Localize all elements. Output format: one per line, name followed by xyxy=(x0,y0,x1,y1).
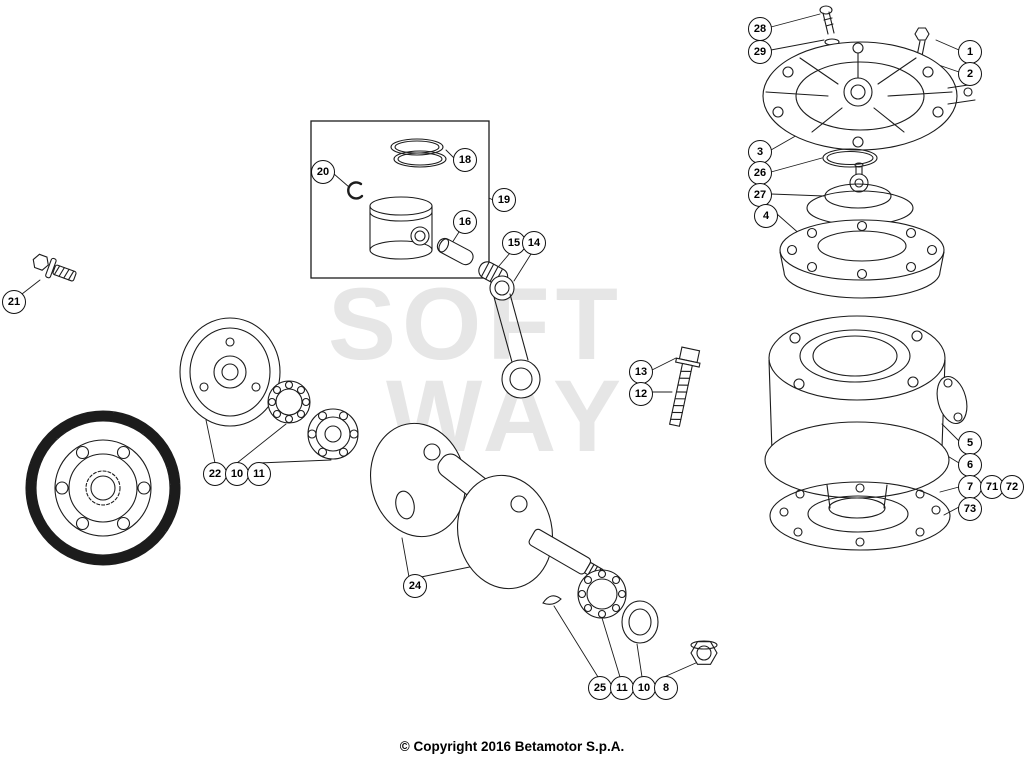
clutch-basket xyxy=(25,410,181,566)
connecting-rod xyxy=(489,275,541,399)
callout-19: 19 xyxy=(492,188,516,212)
callout-7: 7 xyxy=(958,475,982,499)
callout-6: 6 xyxy=(958,453,982,477)
callout-73: 73 xyxy=(958,497,982,521)
callout-4: 4 xyxy=(754,204,778,228)
head-flange xyxy=(779,219,945,299)
callout-25: 25 xyxy=(588,676,612,700)
bolt-12-13 xyxy=(668,346,701,427)
callout-18: 18 xyxy=(453,148,477,172)
piston-kit-box xyxy=(310,120,490,279)
callout-11: 11 xyxy=(247,462,271,486)
callout-10: 10 xyxy=(632,676,656,700)
callout-2: 2 xyxy=(958,62,982,86)
copyright-text: © Copyright 2016 Betamotor S.p.A. xyxy=(399,739,625,754)
piston xyxy=(369,196,433,260)
piston-rings xyxy=(390,138,447,168)
callout-14: 14 xyxy=(522,231,546,255)
primary-disc xyxy=(179,317,281,427)
cylinder-head-cover xyxy=(762,41,976,151)
flanged-hub xyxy=(307,408,359,460)
cylinder xyxy=(764,315,968,519)
piston-pin xyxy=(436,237,474,266)
callout-13: 13 xyxy=(629,360,653,384)
callout-5: 5 xyxy=(958,431,982,455)
woodruff-key xyxy=(542,595,562,605)
bearing-small xyxy=(267,380,311,424)
seal-ring xyxy=(621,600,659,644)
callout-1: 1 xyxy=(958,40,982,64)
callout-20: 20 xyxy=(311,160,335,184)
nut xyxy=(690,640,718,665)
callout-16: 16 xyxy=(453,210,477,234)
callout-8: 8 xyxy=(654,676,678,700)
callout-24: 24 xyxy=(403,574,427,598)
base-gasket xyxy=(769,481,951,551)
circlip xyxy=(347,181,364,200)
bolt-21 xyxy=(32,253,77,282)
callout-72: 72 xyxy=(1000,475,1024,499)
callout-29: 29 xyxy=(748,40,772,64)
crankshaft xyxy=(369,422,604,590)
callout-26: 26 xyxy=(748,161,772,185)
callout-12: 12 xyxy=(629,382,653,406)
bearing-lower xyxy=(577,569,627,619)
callout-3: 3 xyxy=(748,140,772,164)
callout-28: 28 xyxy=(748,17,772,41)
callout-21: 21 xyxy=(2,290,26,314)
o-ring xyxy=(822,148,878,168)
callout-22: 22 xyxy=(203,462,227,486)
callout-11: 11 xyxy=(610,676,634,700)
callout-10: 10 xyxy=(225,462,249,486)
